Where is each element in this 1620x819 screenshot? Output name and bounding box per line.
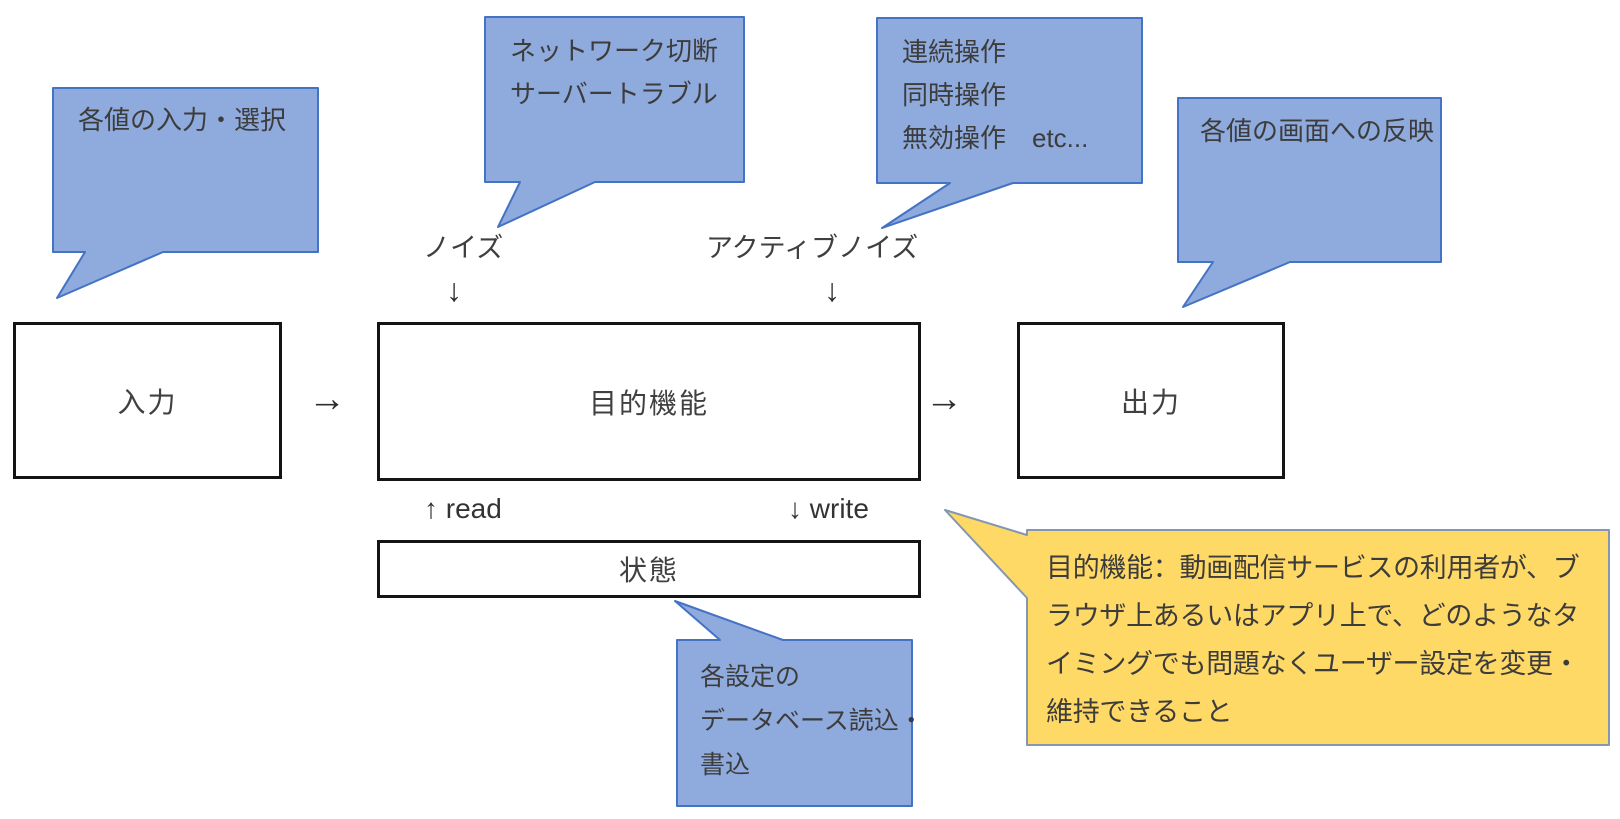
state-note-line: 各設定の <box>700 663 801 691</box>
state-note-bubble <box>674 600 913 807</box>
noise-label: ノイズ <box>423 233 504 263</box>
input-note-bubble <box>52 87 319 299</box>
function-box: 目的機能 <box>377 322 921 481</box>
function-note-text: 目的機能：動画配信サービスの利用者が、ブ ラウザ上あるいはアプリ上で、どのような… <box>1046 544 1580 736</box>
noise-note-text: ネットワーク切断 サーバートラブル <box>510 30 718 116</box>
active-noise-note-line: 同時操作 <box>902 80 1007 110</box>
arrow-right-icon: → <box>308 378 346 420</box>
output-note-text: 各値の画面への反映 <box>1200 110 1434 153</box>
state-box-label: 状態 <box>618 555 679 586</box>
input-box: 入力 <box>13 322 282 479</box>
noise-note-line: サーバートラブル <box>510 79 718 109</box>
input-note-text: 各値の入力・選択 <box>78 99 286 142</box>
noise-note-bubble <box>484 16 745 228</box>
noise-note-line: ネットワーク切断 <box>510 36 719 66</box>
state-note-line: 書込 <box>700 751 751 779</box>
state-note-text: 各設定の データベース読込・ 書込 <box>700 655 924 787</box>
output-box-label: 出力 <box>1120 386 1181 418</box>
active-noise-note-line: 連続操作 <box>902 37 1007 67</box>
input-box-label: 入力 <box>117 386 178 418</box>
active-noise-note-line: 無効操作 etc... <box>902 123 1089 153</box>
output-note-line: 各値の画面への反映 <box>1200 116 1435 146</box>
output-box: 出力 <box>1017 322 1285 479</box>
function-note-line: ラウザ上あるいはアプリ上で、どのようなタ <box>1046 601 1579 631</box>
active-noise-note-text: 連続操作 同時操作 無効操作 etc... <box>902 31 1088 160</box>
function-note-line: 維持できること <box>1046 697 1233 727</box>
function-note-bubble <box>944 509 1610 746</box>
write-label: ↓ write <box>788 493 869 524</box>
active-noise-label: アクティブノイズ <box>706 233 919 263</box>
output-note-bubble <box>1177 97 1442 308</box>
arrow-down-icon: ↓ <box>446 272 462 308</box>
input-note-line: 各値の入力・選択 <box>78 105 287 135</box>
arrow-down-icon: ↓ <box>824 272 840 308</box>
state-box: 状態 <box>377 540 921 598</box>
function-note-line: イミングでも問題なくユーザー設定を変更・ <box>1046 649 1580 679</box>
active-noise-note-bubble <box>876 17 1143 229</box>
arrow-right-icon: → <box>925 378 963 420</box>
function-box-label: 目的機能 <box>588 387 709 419</box>
read-label: ↑ read <box>424 493 502 524</box>
function-note-line: 目的機能：動画配信サービスの利用者が、ブ <box>1046 553 1580 583</box>
state-note-line: データベース読込・ <box>700 707 924 735</box>
